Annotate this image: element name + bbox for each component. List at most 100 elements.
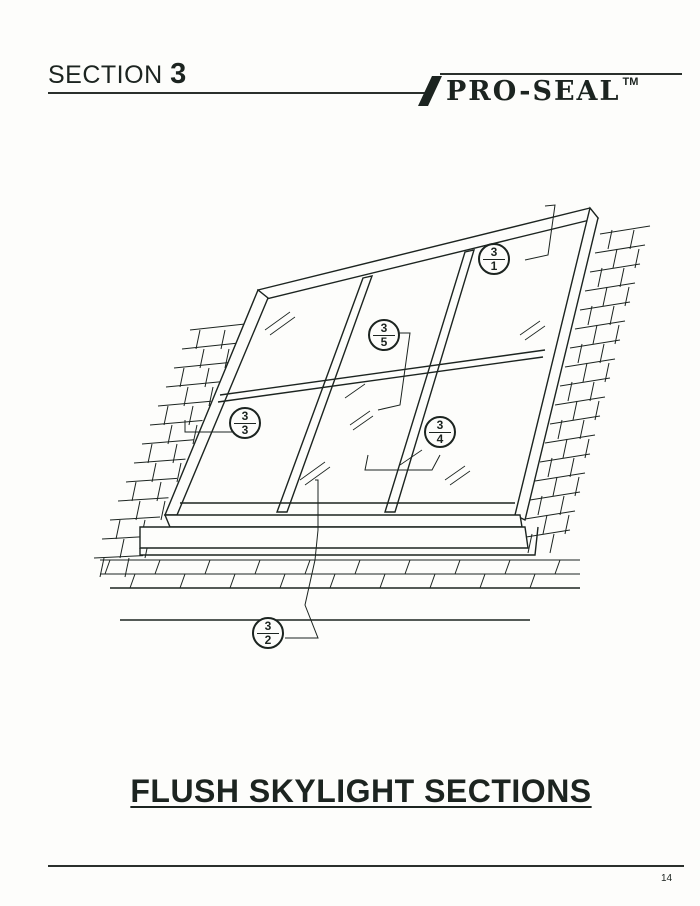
brick-line — [229, 573, 236, 589]
brand-name: PRO-SEAL — [446, 76, 621, 107]
brick-line — [156, 481, 162, 502]
callout-num: 3 — [234, 410, 256, 424]
brick-line — [160, 500, 166, 521]
brick-line — [220, 329, 226, 350]
brick-line — [549, 533, 555, 554]
brick-line — [149, 420, 203, 426]
brick-line — [119, 538, 125, 559]
brick-line — [151, 462, 157, 483]
callout-den: 2 — [264, 633, 272, 647]
brick-line — [557, 419, 563, 440]
brick-line — [131, 481, 137, 502]
brick-line — [204, 559, 211, 575]
brick-line — [554, 396, 606, 406]
section-number: 3 — [170, 58, 187, 90]
brick-line — [534, 472, 586, 482]
brick-line — [163, 405, 169, 426]
brick-line — [602, 286, 608, 307]
brick-line — [165, 381, 220, 388]
section-heading: SECTION 3 — [48, 58, 187, 91]
brick-line — [554, 559, 561, 575]
brick-line — [117, 497, 169, 502]
brick-line — [569, 457, 575, 478]
brick-line — [329, 573, 336, 589]
brick-line — [181, 342, 237, 350]
brick-line — [188, 405, 194, 426]
callout-num: 3 — [373, 322, 395, 336]
brick-line — [629, 229, 635, 250]
brick-line — [404, 559, 411, 575]
brick-line — [129, 573, 136, 589]
brick-line — [504, 559, 511, 575]
brick-courses — [93, 225, 651, 589]
brick-line — [559, 495, 565, 516]
trademark: TM — [622, 76, 639, 88]
callout-den: 4 — [436, 432, 444, 446]
brick-line — [584, 282, 636, 292]
brick-line — [141, 439, 195, 445]
brick-line — [173, 362, 229, 369]
brick-line — [519, 529, 571, 539]
brick-line — [115, 519, 121, 540]
footer-rule — [48, 865, 684, 867]
brick-line — [279, 573, 286, 589]
brick-line — [594, 244, 646, 254]
brick-line — [104, 559, 111, 575]
brick-line — [579, 419, 585, 440]
header-rule — [48, 92, 428, 94]
page-number: 14 — [661, 873, 673, 884]
brick-line — [157, 400, 212, 407]
callout-num: 3 — [483, 246, 505, 260]
brick-line — [454, 559, 461, 575]
brick-line — [619, 267, 625, 288]
callout-den: 3 — [241, 423, 249, 437]
brick-line — [587, 305, 593, 326]
brick-line — [109, 516, 161, 521]
brick-line — [589, 381, 595, 402]
brick-line — [582, 362, 588, 383]
callout-num: 3 — [429, 419, 451, 433]
brick-line — [147, 443, 153, 464]
brick-line — [527, 533, 533, 554]
brick-line — [597, 267, 603, 288]
brick-line — [552, 476, 558, 497]
brick-line — [567, 381, 573, 402]
callout-den: 5 — [380, 335, 388, 349]
callout-den: 1 — [490, 259, 498, 273]
brick-line — [562, 438, 568, 459]
brick-line — [183, 386, 189, 407]
brick-line — [189, 323, 246, 331]
brick-line — [179, 367, 185, 388]
glass-reflections — [264, 311, 546, 486]
brick-line — [354, 559, 361, 575]
brick-line — [304, 559, 311, 575]
brick-line — [93, 555, 144, 559]
brick-line — [204, 367, 210, 388]
brick-line — [135, 500, 141, 521]
brick-line — [544, 434, 596, 444]
brick-line — [479, 573, 486, 589]
brick-line — [599, 343, 605, 364]
brick-line — [612, 248, 618, 269]
brick-line — [609, 305, 615, 326]
brick-line — [547, 457, 553, 478]
skylight-frame — [139, 206, 600, 556]
brick-line — [564, 358, 616, 368]
brick-line — [589, 263, 641, 273]
brick-line — [599, 225, 651, 235]
brick-line — [539, 453, 591, 463]
brick-line — [529, 491, 581, 501]
brick-line — [542, 514, 548, 535]
callout-num: 3 — [257, 620, 279, 634]
brand-rule — [440, 73, 682, 75]
brick-line — [607, 229, 613, 250]
brick-line — [379, 573, 386, 589]
section-label: SECTION — [48, 61, 163, 89]
